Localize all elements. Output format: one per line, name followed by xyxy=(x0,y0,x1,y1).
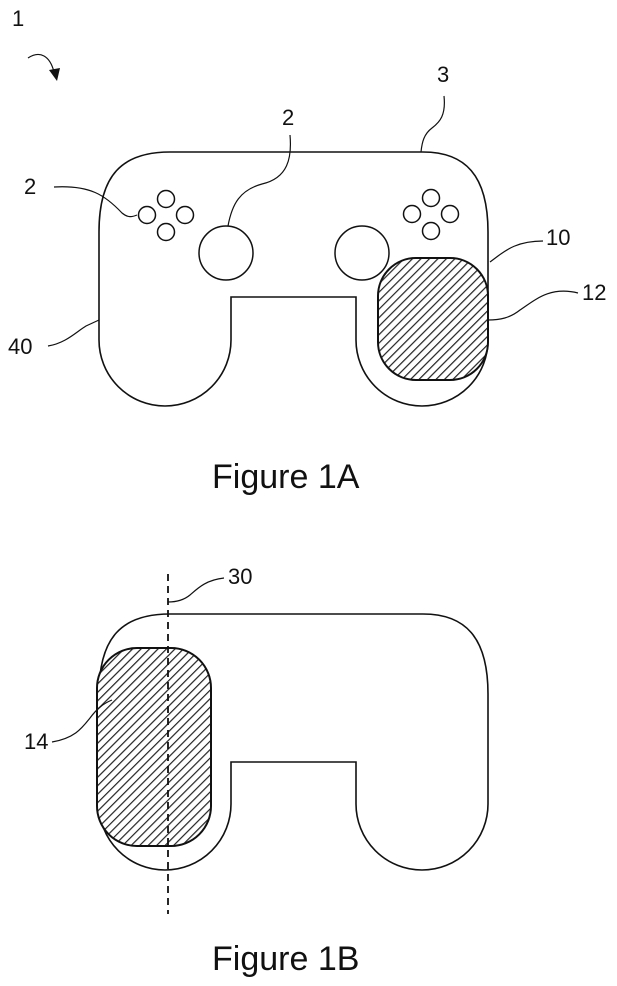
ref-2-buttons-leader xyxy=(53,186,138,218)
figure-1b: 30 14 Figure 1B xyxy=(24,564,489,978)
ref-30-label: 30 xyxy=(228,564,252,589)
ref-12-label: 12 xyxy=(582,280,606,305)
ref-2-buttons-label: 2 xyxy=(24,174,36,199)
figure-1b-caption: Figure 1B xyxy=(212,940,359,978)
left-button-right xyxy=(175,205,195,225)
right-button-top xyxy=(421,188,441,208)
ref-40-leader xyxy=(47,319,100,347)
sensor-pad-right xyxy=(377,257,489,381)
ref-3-label: 3 xyxy=(437,62,449,87)
ref-2-joystick-label: 2 xyxy=(282,105,294,130)
ref-2-joystick-leader xyxy=(227,134,292,227)
ref-12-leader xyxy=(487,290,579,321)
left-joystick xyxy=(198,225,254,281)
sensor-pad-left xyxy=(96,647,212,847)
ref-14-leader xyxy=(51,699,113,743)
ref-10-leader xyxy=(489,240,544,263)
ref-40-label: 40 xyxy=(8,334,32,359)
left-button-left xyxy=(137,205,157,225)
left-button-top xyxy=(156,189,176,209)
left-button-bottom xyxy=(156,222,176,242)
ref-3-leader xyxy=(420,95,445,153)
ref-1-label: 1 xyxy=(12,6,24,31)
right-button-bottom xyxy=(421,221,441,241)
figure-1a: 1 2 2 3 10 12 40 Figure 1A xyxy=(8,6,606,496)
right-joystick xyxy=(334,225,390,281)
ref-1-arrow xyxy=(27,53,55,73)
ref-30-leader xyxy=(167,577,225,603)
figure-1a-caption: Figure 1A xyxy=(212,458,360,496)
right-button-left xyxy=(402,204,422,224)
ref-14-label: 14 xyxy=(24,729,48,754)
ref-10-label: 10 xyxy=(546,225,570,250)
ref-1-arrowhead xyxy=(49,68,60,81)
right-button-right xyxy=(440,204,460,224)
